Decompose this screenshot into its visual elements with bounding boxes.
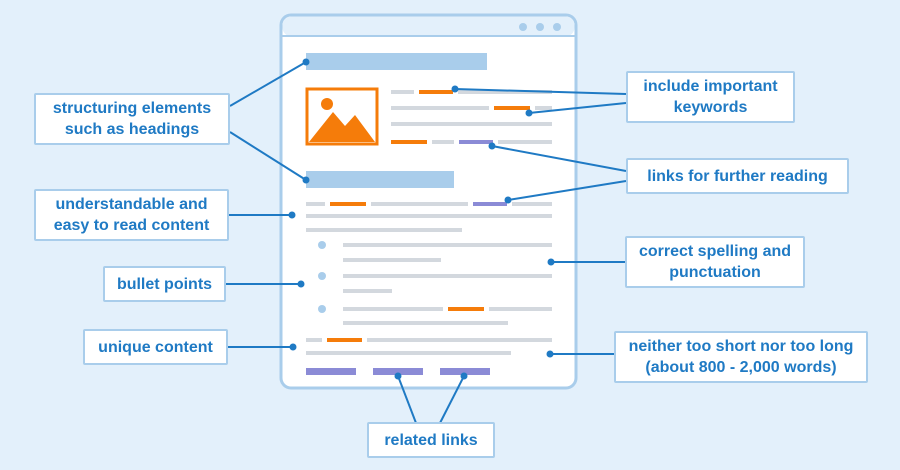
- label-correct-spelling: correct spelling and punctuation: [625, 236, 805, 288]
- image-placeholder-icon: [305, 87, 379, 146]
- window-dot-icon: [536, 23, 544, 31]
- label-understandable-content: understandable and easy to read content: [34, 189, 229, 241]
- heading-bar: [306, 53, 487, 70]
- browser-window: [279, 13, 578, 390]
- label-line: keywords: [673, 99, 748, 116]
- label-line: such as headings: [64, 121, 200, 138]
- label-line: links for further reading: [647, 167, 828, 185]
- window-dot-icon: [553, 23, 561, 31]
- label-line: structuring elements: [52, 100, 212, 117]
- browser-titlebar: [282, 16, 575, 37]
- label-related-links: related links: [367, 422, 495, 458]
- related-links-row: [306, 368, 490, 375]
- window-dot-icon: [519, 23, 527, 31]
- label-line: neither too short nor too long: [628, 338, 854, 355]
- label-line: punctuation: [669, 264, 761, 281]
- label-unique-content: unique content: [83, 329, 228, 365]
- paragraph-block: [306, 338, 552, 355]
- label-structuring-elements: structuring elements such as headings: [34, 93, 230, 145]
- connector-dots: [288, 58, 555, 380]
- label-line: related links: [384, 431, 478, 449]
- label-line: (about 800 - 2,000 words): [645, 359, 837, 376]
- label-line: easy to read content: [53, 217, 210, 234]
- paragraph-block: [391, 90, 552, 144]
- paragraph-block: [306, 202, 552, 232]
- label-further-reading: links for further reading: [626, 158, 849, 194]
- label-line: understandable and: [55, 196, 208, 213]
- heading-bar: [306, 171, 454, 188]
- label-line: include important: [643, 78, 778, 95]
- connector-lines: [226, 61, 627, 424]
- label-line: correct spelling and: [638, 243, 792, 260]
- label-line: unique content: [98, 338, 213, 356]
- bullet-list: [318, 241, 552, 325]
- label-line: bullet points: [116, 275, 213, 293]
- label-important-keywords: include important keywords: [626, 71, 795, 123]
- label-text-length: neither too short nor too long (about 80…: [614, 331, 868, 383]
- label-bullet-points: bullet points: [103, 266, 226, 302]
